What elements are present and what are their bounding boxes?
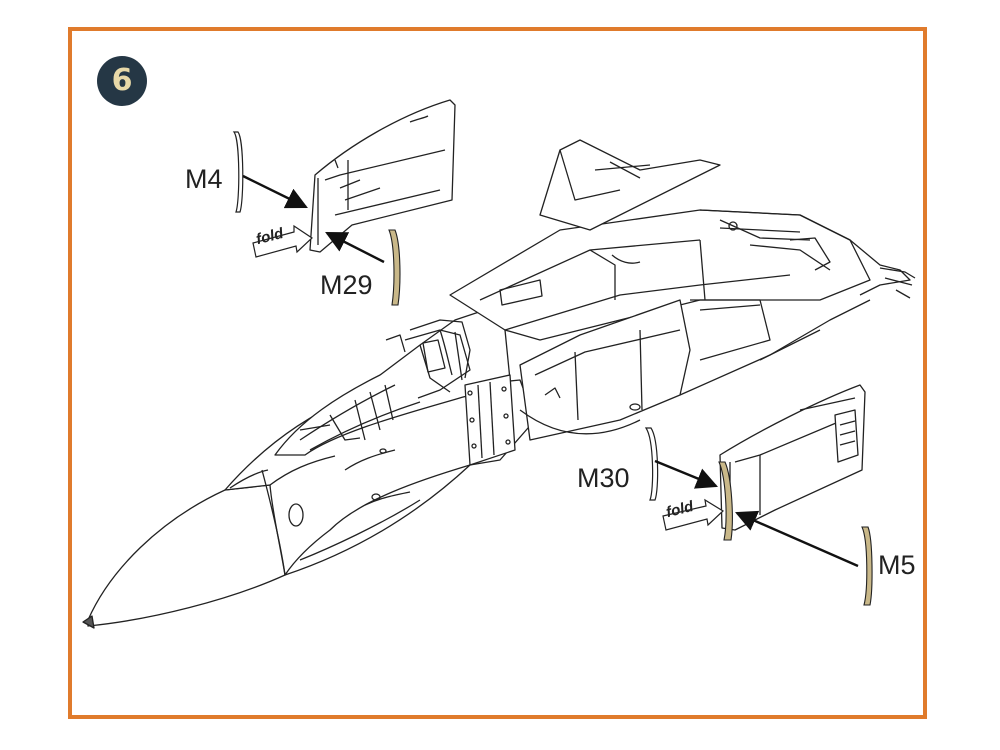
part-label-m29: M29: [320, 270, 373, 300]
fold-arrow-upper: [252, 224, 313, 258]
lower-intake-door-panel: [719, 384, 866, 531]
fuselage-spine: [449, 209, 871, 341]
part-label-m4: M4: [185, 164, 223, 194]
instruction-step-frame: [68, 27, 927, 719]
arrow-m30: [654, 459, 718, 489]
intake-splitter-plate: [464, 374, 516, 466]
step-number-badge: 6: [97, 56, 147, 106]
fold-arrow-lower: [662, 498, 724, 531]
part-label-m30: M30: [577, 463, 630, 493]
upper-intake-door-panel: [309, 99, 456, 253]
arrow-m5: [735, 510, 859, 568]
assembly-arrows: [242, 174, 859, 568]
arrow-m4: [242, 174, 308, 209]
intake-duct: [519, 299, 691, 441]
photo-etch-strip-m5: [861, 526, 873, 606]
upper-wing: [539, 139, 721, 231]
part-label-m5: M5: [878, 550, 916, 580]
nose-cone: [87, 484, 286, 627]
aircraft-fuselage: [82, 139, 916, 629]
photo-etch-strip-m4: [232, 131, 244, 213]
arrow-m29: [325, 231, 385, 264]
photo-etch-strip-m29: [388, 229, 401, 306]
right-wing: [699, 209, 911, 296]
photo-etch-strip-m30: [644, 427, 659, 501]
photo-etch-strip-on-lower-door: [718, 461, 733, 541]
